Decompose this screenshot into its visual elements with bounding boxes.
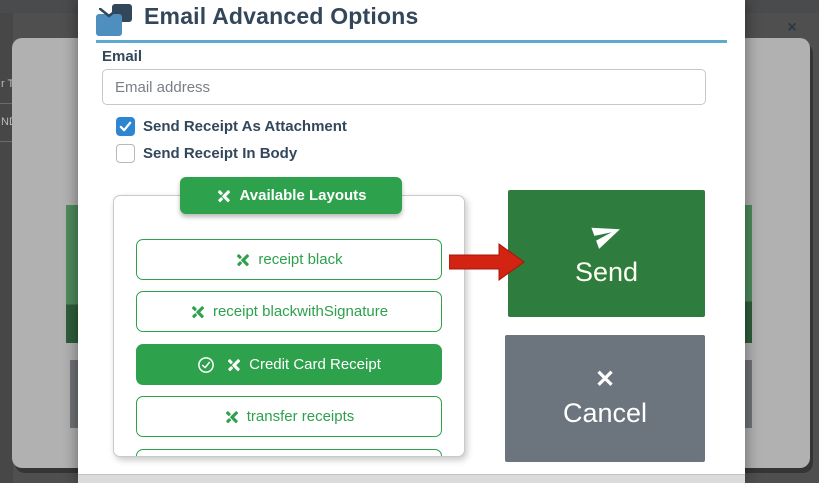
cancel-button[interactable]: ✕ Cancel [505, 335, 705, 462]
checkbox-row-in-body: Send Receipt In Body [116, 144, 297, 163]
checkbox-row-attachment: Send Receipt As Attachment [116, 117, 347, 136]
send-receipt-in-body-checkbox[interactable] [116, 144, 135, 163]
modal-bottom-band [78, 474, 745, 483]
layout-item-label: receipt black [258, 251, 343, 268]
dimmed-gray-button-sliver [745, 360, 752, 428]
check-circle-icon [198, 356, 215, 373]
layout-item-clipped[interactable] [136, 449, 442, 456]
check-icon [119, 121, 132, 132]
dimmed-page-edge: r T ND [0, 13, 13, 483]
design-tools-icon [217, 189, 230, 202]
layout-item-label: receipt blackwithSignature [212, 303, 389, 320]
mail-stack-icon [96, 4, 132, 38]
email-input[interactable] [102, 69, 706, 105]
dimmed-green-button-sliver [745, 205, 752, 343]
layout-item-credit-card-receipt-selected[interactable]: Credit Card Receipt [136, 344, 442, 385]
dimmed-green-button-sliver [66, 205, 78, 343]
design-tools-icon [228, 358, 241, 371]
divider [0, 103, 13, 104]
background-text-fragment: r T [1, 78, 13, 90]
checkbox-label: Send Receipt In Body [143, 145, 298, 162]
modal-title: Email Advanced Options [144, 3, 419, 29]
checkbox-label: Send Receipt As Attachment [143, 118, 347, 135]
divider [0, 141, 13, 142]
send-receipt-as-attachment-checkbox[interactable] [116, 117, 135, 136]
cancel-label: Cancel [562, 398, 648, 428]
email-advanced-options-modal: Email Advanced Options Email Send Receip… [78, 0, 745, 483]
available-layouts-label: Available Layouts [239, 187, 367, 204]
layout-item-receipt-black[interactable]: receipt black [136, 239, 442, 280]
design-tools-icon [225, 410, 238, 423]
paper-plane-icon [590, 227, 620, 249]
header-divider [96, 40, 727, 43]
available-layouts-button[interactable]: Available Layouts [180, 177, 402, 214]
design-tools-icon [237, 253, 250, 266]
design-tools-icon [191, 305, 205, 318]
layout-item-receipt-blackwithsignature[interactable]: receipt blackwithSignature [136, 291, 442, 332]
available-layouts-panel: receipt black receipt blackwithSignature… [113, 195, 465, 457]
send-label: Send [574, 257, 639, 287]
layout-item-transfer-receipts[interactable]: transfer receipts [136, 396, 442, 437]
layout-item-label: Credit Card Receipt [249, 356, 381, 373]
close-icon[interactable]: × [787, 19, 797, 36]
layout-item-label: transfer receipts [246, 408, 355, 425]
email-label: Email [102, 48, 143, 65]
red-arrow-annotation [449, 243, 525, 281]
send-button[interactable]: Send [508, 190, 705, 317]
dimmed-gray-button-sliver [70, 360, 78, 428]
x-icon: ✕ [594, 366, 616, 393]
background-text-fragment: ND [1, 116, 13, 128]
